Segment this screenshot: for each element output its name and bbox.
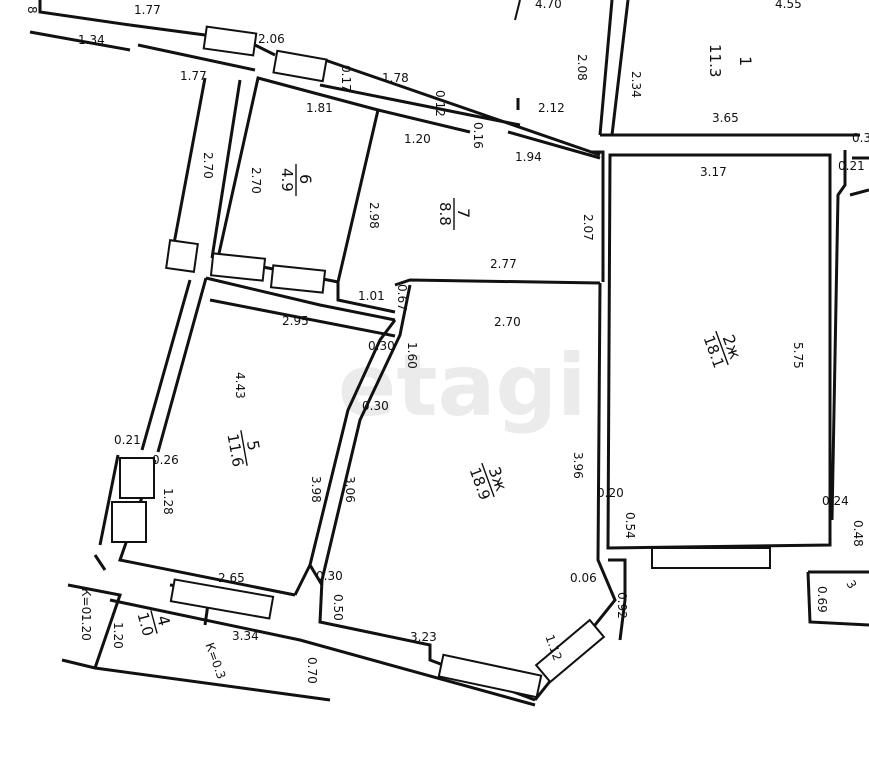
dim-label: 3.17 [700,165,727,179]
room-label-1: 1 [736,56,755,66]
dim-label: 0.06 [570,571,597,585]
room-label-2zh: 2ж 18.1 [700,330,745,371]
room-area: 11.6 [223,432,247,468]
dim-label: 2.70 [494,315,521,329]
dim-label: 2.12 [538,101,565,115]
dim-label: 4.70 [535,0,562,11]
watermark-text: etagi [338,336,587,436]
dim-label: 1.81 [306,101,333,115]
dim-label: 0.20 [597,486,624,500]
dim-label: 2.07 [581,214,595,241]
room-label-7: 7 8.8 [436,198,473,230]
dim-label: 2.95 [282,314,309,328]
dim-label: 3.98 [309,476,323,503]
dim-label: 1.20 [111,622,125,649]
room-area: 1.0 [134,610,158,638]
dim-label: К=0. [79,588,93,618]
room-number: 4 [153,613,174,628]
room-label-3zh: 3ж 18.9 [466,462,511,503]
dim-label: 2.06 [258,32,285,46]
dim-label: 2.70 [201,152,215,179]
walls [29,0,869,707]
windows [111,25,771,699]
dim-label: 3 [843,578,859,592]
dim-label: 0.17 [339,65,353,92]
dim-label: 0.12 [433,90,447,117]
dim-label: 4.55 [775,0,802,11]
dimension-labels: 8 1.77 4.70 4.55 1.34 2.06 1.77 0.17 1.7… [25,0,869,684]
dim-label: 3.34 [232,629,259,643]
dim-label: 1.34 [78,33,105,47]
room-area: 4.9 [278,168,296,192]
dim-label: 2.70 [249,167,263,194]
dim-label: 0.21 [114,433,141,447]
dim-label: 0.48 [851,520,865,547]
room-label-6: 6 4.9 [278,164,315,196]
dim-label: 2.08 [575,54,589,81]
dim-label: 1.77 [134,3,161,17]
dim-label: 0.70 [305,657,319,684]
dim-label: 1.20 [79,614,93,641]
dim-label: 0.24 [822,494,849,508]
dim-label: 3.65 [712,111,739,125]
dim-label: 1.60 [405,342,419,369]
dim-label: К=0.3 [202,641,228,681]
dim-label: 2.77 [490,257,517,271]
dim-label: 3.23 [410,630,437,644]
dim-label: 0.69 [815,586,829,613]
dim-label: 4.43 [233,372,247,399]
room-area: 8.8 [436,202,454,226]
dim-label: 0.30 [368,339,395,353]
dim-label: 1.94 [515,150,542,164]
dim-label: 2.65 [218,571,245,585]
dim-label: 1.28 [161,488,175,515]
dim-label: 3.96 [571,452,585,479]
dim-label: 0.16 [471,122,485,149]
room-label-5: 5 11.6 [223,430,263,468]
dim-label: 3.06 [343,476,357,503]
room-number: 1 [736,56,755,66]
dim-label: 0.92 [615,592,629,619]
dim-label: 1.01 [358,289,385,303]
room-number: 6 [296,174,315,184]
dim-label: 0.67 [395,284,409,311]
dim-label: 11.3 [706,44,724,77]
dim-label: 0.26 [152,453,179,467]
dim-label: 1.78 [382,71,409,85]
room-number: 5 [243,439,263,452]
dim-label: 0.30 [316,569,343,583]
dim-label: 2.98 [367,202,381,229]
dim-label: 0.21 [838,159,865,173]
dim-label: 0.3 [852,131,869,145]
room-number: 7 [454,208,473,218]
room-label-4: 4 1.0 [134,610,174,638]
dim-label: 1.77 [180,69,207,83]
dim-label: 1.20 [404,132,431,146]
dim-label: 8 [25,6,39,14]
dim-label: 0.30 [362,399,389,413]
dim-label: 2.34 [629,71,643,98]
dim-label: 5.75 [791,342,805,369]
dim-label: 0.54 [623,512,637,539]
dim-label: 0.50 [331,594,345,621]
